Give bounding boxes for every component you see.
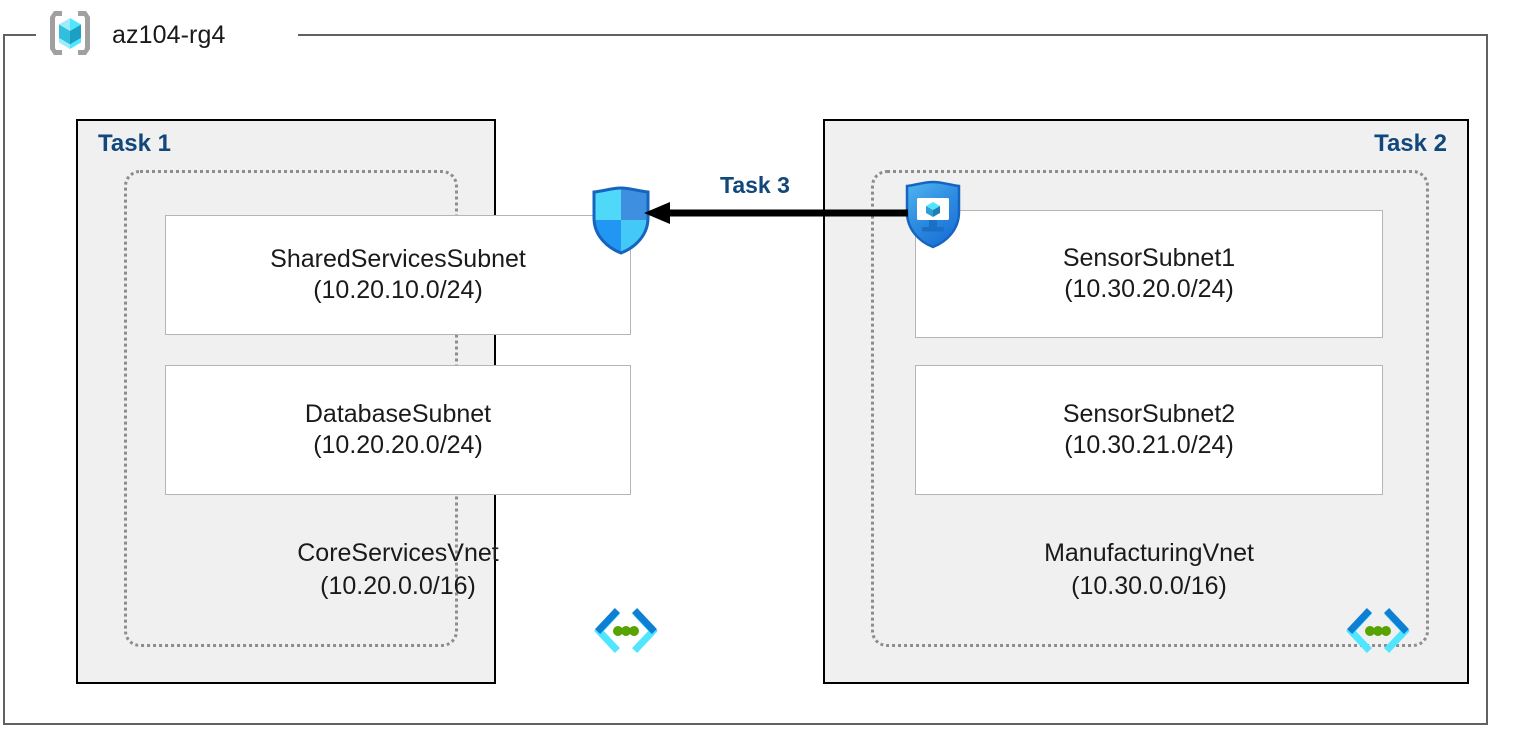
vnet-name: ManufacturingVnet (1044, 539, 1254, 567)
azure-resource-group-cube-icon (42, 5, 98, 66)
virtual-network-icon (1345, 608, 1411, 659)
network-security-group-shield-icon (586, 184, 656, 261)
subnet-databasesubnet: DatabaseSubnet (10.20.20.0/24) (165, 365, 631, 495)
manufacturingvnet-caption: ManufacturingVnet (10.30.0.0/16) (915, 537, 1383, 602)
subnet-name: SensorSubnet1 (1062, 243, 1236, 272)
virtual-network-icon (593, 608, 659, 659)
resource-group-container (3, 34, 1488, 725)
task-3-connection-arrow (640, 198, 910, 228)
manufacturingvnet-boundary (871, 170, 1429, 647)
vnet-cidr: (10.30.0.0/16) (1071, 571, 1227, 600)
subnet-sensorsubnet1: SensorSubnet1 (10.30.20.0/24) (915, 210, 1383, 338)
subnet-cidr: (10.20.10.0/24) (313, 276, 483, 304)
resource-group-title: az104-rg4 (42, 6, 225, 64)
subnet-sharedservicessubnet: SharedServicesSubnet (10.20.10.0/24) (165, 215, 631, 335)
task-3-label: Task 3 (720, 172, 790, 198)
subnet-name: DatabaseSubnet (304, 399, 492, 428)
task-1-label: Task 1 (98, 130, 171, 157)
subnet-cidr: (10.20.20.0/24) (313, 431, 483, 459)
network-watcher-shield-monitor-icon (898, 178, 968, 255)
subnet-sensorsubnet2: SensorSubnet2 (10.30.21.0/24) (915, 365, 1383, 495)
subnet-cidr: (10.30.21.0/24) (1064, 431, 1234, 459)
coreservicesvnet-caption: CoreServicesVnet (10.20.0.0/16) (165, 537, 631, 602)
subnet-cidr: (10.30.20.0/24) (1064, 275, 1234, 303)
subnet-name: SensorSubnet2 (1062, 399, 1236, 428)
subnet-name: SharedServicesSubnet (270, 244, 526, 273)
vnet-cidr: (10.20.0.0/16) (320, 571, 476, 600)
resource-group-name: az104-rg4 (112, 20, 226, 49)
task-2-label: Task 2 (1374, 130, 1447, 157)
vnet-name: CoreServicesVnet (297, 539, 499, 567)
